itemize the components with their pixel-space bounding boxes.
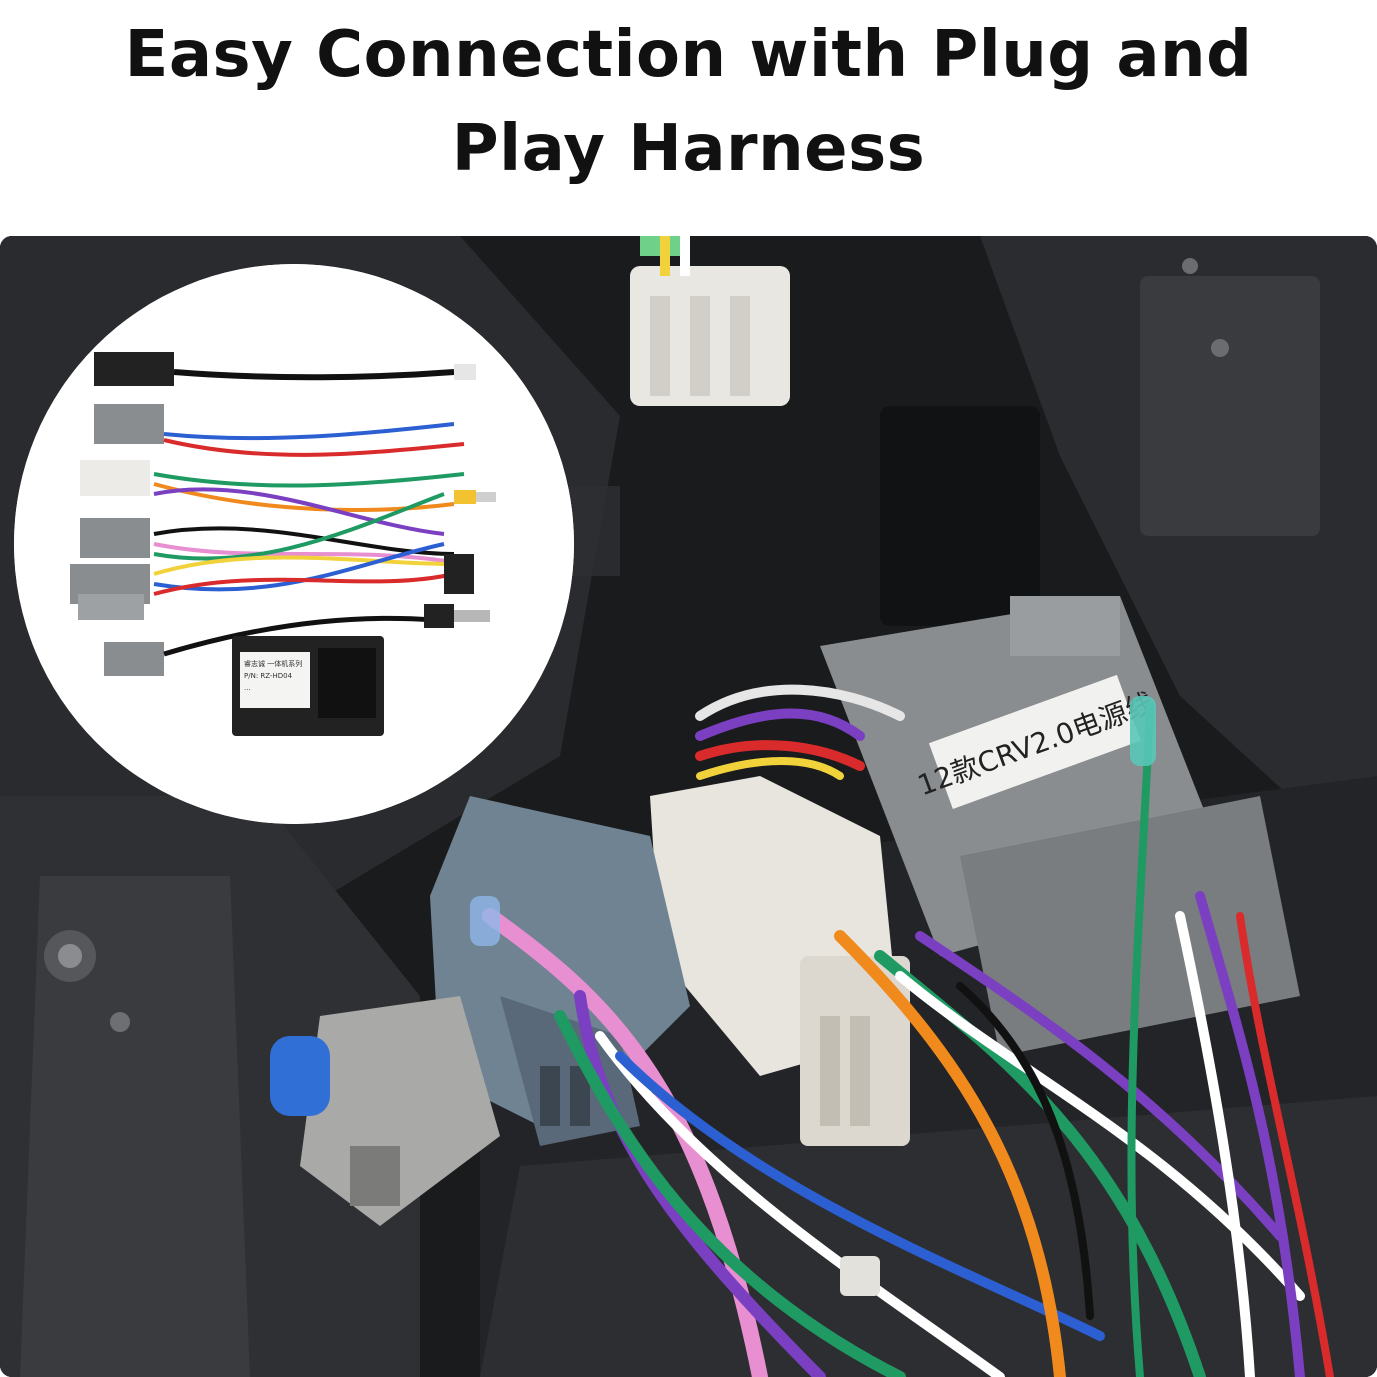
grey-connector-main: 12款CRV2.0电源线 [820, 596, 1300, 1056]
headline-line-2: Play Harness [451, 112, 926, 186]
white-connector-1 [80, 460, 150, 496]
headline: Easy Connection with Plug and Play Harne… [0, 8, 1377, 196]
white-connector-top [630, 236, 790, 406]
wire-bundle [482, 684, 1334, 1377]
harness-kit-illustration: 睿志诚 一体机系列 P/N: RZ-HD04 ... [14, 264, 574, 824]
inset-wire-bundle [153, 422, 465, 657]
module-label-line-1: 睿志诚 一体机系列 [244, 659, 302, 668]
harness-product-inset: 睿志诚 一体机系列 P/N: RZ-HD04 ... [14, 264, 574, 824]
wire-cap [1130, 696, 1156, 766]
installation-photo: 12款CRV2.0电源线 [0, 236, 1377, 1377]
connector-label-tag [928, 674, 1141, 809]
module-label-line-3: ... [244, 684, 251, 692]
cable-tie [840, 1256, 880, 1296]
grey-connector-left [270, 996, 500, 1226]
grey-connector-1 [94, 404, 164, 444]
black-connector [94, 352, 174, 386]
rca-yellow [454, 490, 476, 504]
white-connector-middle [650, 776, 910, 1146]
headline-line-1: Easy Connection with Plug and [124, 18, 1253, 92]
module-label-line-2: P/N: RZ-HD04 [244, 672, 293, 680]
